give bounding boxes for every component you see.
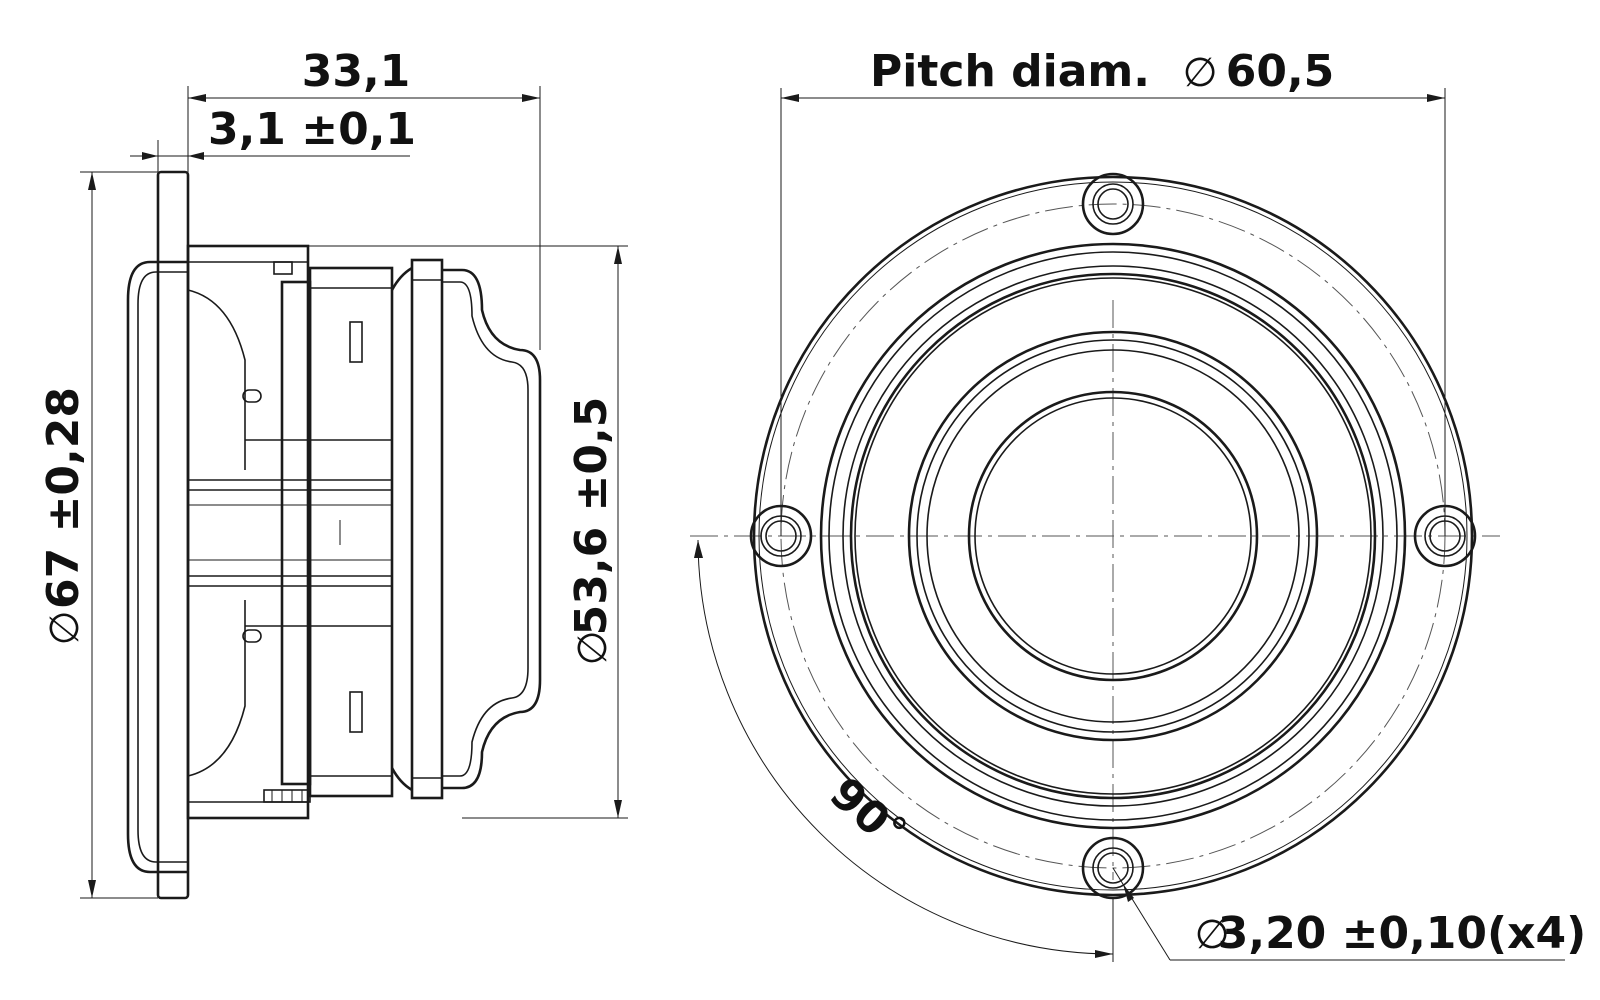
hole-angle-dimension: 90 ° bbox=[694, 539, 1114, 962]
pitch-diameter-value: 60,5 bbox=[1226, 46, 1335, 97]
pitch-diameter-dimension: Pitch diam. ∅ 60,5 bbox=[780, 46, 1446, 536]
pitch-diameter-label: Pitch diam. bbox=[870, 46, 1150, 97]
mount-hole-diameter-symbol: ∅ bbox=[1195, 912, 1230, 958]
flange-diameter-dimension: ∅ 67 ±0,28 bbox=[38, 171, 158, 899]
mount-hole-dimension: ∅ 3,20 ±0,10(x4) bbox=[1112, 867, 1587, 961]
speaker-side-view-icon bbox=[126, 170, 542, 900]
body-diameter-dimension: ∅ 53,6 ±0,5 bbox=[308, 245, 628, 819]
pitch-diameter-symbol: ∅ bbox=[1183, 50, 1218, 96]
mount-hole-label: 3,20 ±0,10(x4) bbox=[1218, 908, 1587, 959]
overall-depth-label: 33,1 bbox=[302, 46, 411, 97]
flange-thickness-label: 3,1 ±0,1 bbox=[208, 104, 416, 155]
flange-diameter-label: 67 ±0,28 bbox=[38, 387, 89, 609]
overall-depth-dimension: 33,1 bbox=[187, 46, 541, 350]
speaker-front-view-icon bbox=[690, 175, 1500, 897]
body-diameter-label: 53,6 ±0,5 bbox=[566, 397, 617, 636]
flange-diameter-symbol: ∅ bbox=[42, 611, 88, 646]
mounting-hole-top bbox=[1081, 172, 1145, 236]
body-diameter-symbol: ∅ bbox=[570, 631, 616, 666]
flange-thickness-dimension: 3,1 ±0,1 bbox=[130, 104, 416, 172]
